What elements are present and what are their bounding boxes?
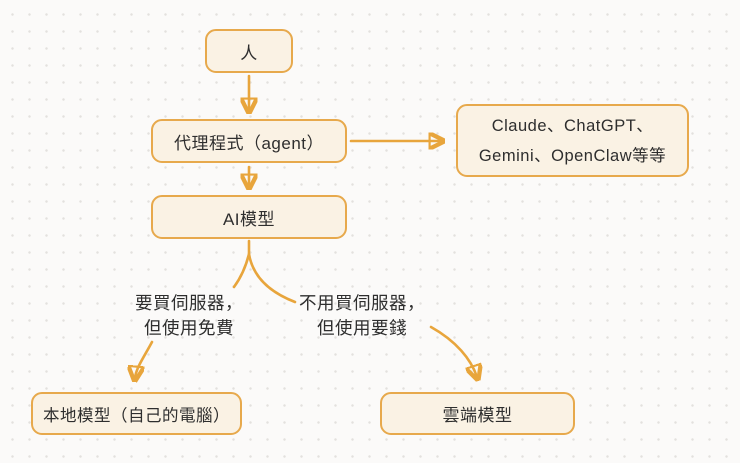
edge-ai-split-right-branch[interactable]: [247, 252, 297, 304]
node-cloud-model[interactable]: 雲端模型: [380, 392, 575, 435]
edge-label-left-line1: 要買伺服器，: [135, 293, 243, 313]
node-person-label: 人: [240, 43, 258, 63]
node-examples-line1: Claude、ChatGPT、: [491, 116, 654, 135]
edge-label-left-line2: 但使用免費: [144, 318, 234, 338]
edge-to-cloud-model[interactable]: [429, 325, 477, 377]
node-agent[interactable]: 代理程式（agent）: [151, 119, 347, 163]
edge-label-left-branch[interactable]: 要買伺服器， 但使用免費: [109, 291, 269, 341]
node-person[interactable]: 人: [205, 29, 293, 73]
edge-ai-split-left-branch[interactable]: [232, 239, 251, 289]
edge-label-right-line2: 但使用要錢: [317, 318, 407, 338]
node-examples-label: Claude、ChatGPT、 Gemini、OpenClaw等等: [479, 111, 666, 171]
node-agent-label: 代理程式（agent）: [173, 133, 325, 153]
edge-label-right-line1: 不用買伺服器，: [299, 293, 425, 313]
node-local-model[interactable]: 本地模型（自己的電腦）: [31, 392, 242, 435]
node-local-model-label: 本地模型（自己的電腦）: [43, 406, 230, 425]
node-examples-line2: Gemini、OpenClaw等等: [478, 146, 667, 165]
node-ai-model[interactable]: AI模型: [151, 195, 347, 239]
node-cloud-model-label: 雲端模型: [442, 406, 513, 425]
edge-label-right-branch[interactable]: 不用買伺服器， 但使用要錢: [282, 291, 442, 341]
node-ai-model-label: AI模型: [222, 209, 276, 229]
node-examples[interactable]: Claude、ChatGPT、 Gemini、OpenClaw等等: [456, 104, 689, 177]
edge-to-local-model[interactable]: [135, 340, 154, 378]
